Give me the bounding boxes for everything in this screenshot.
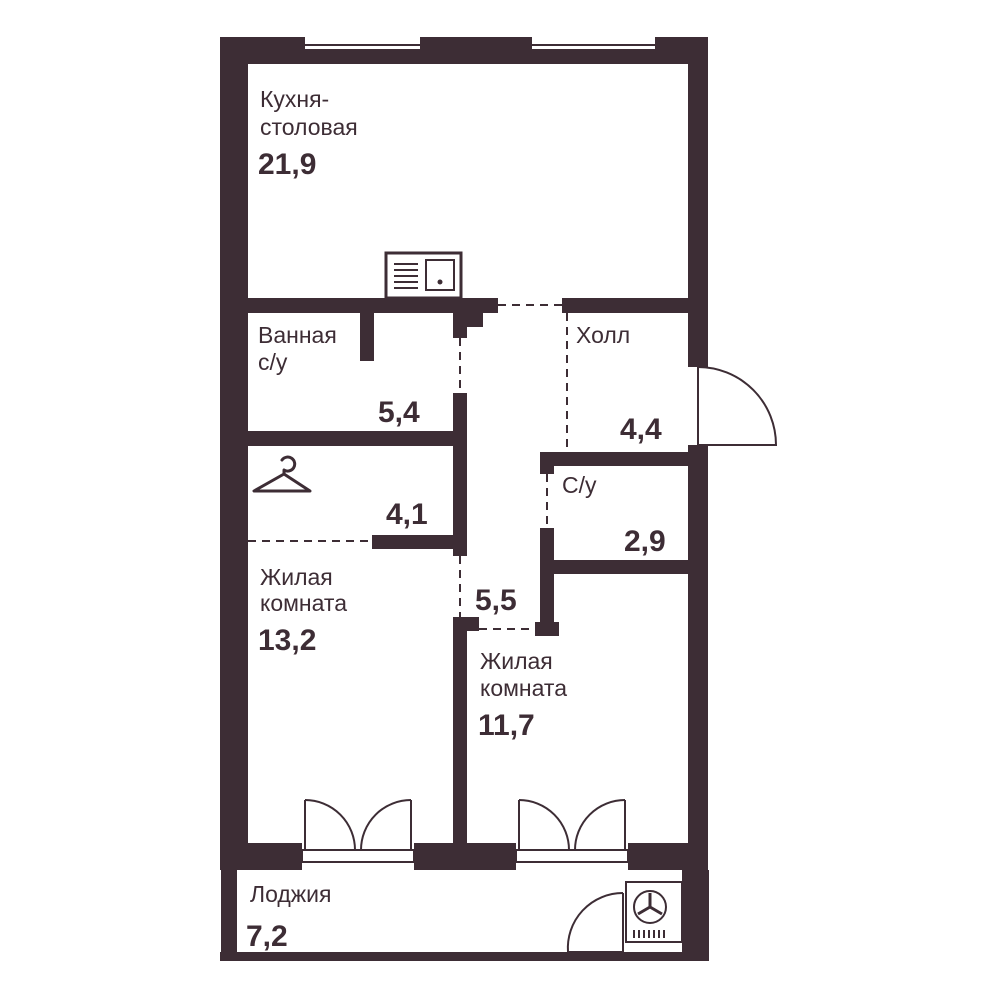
bathroom-area: 5,4 bbox=[378, 396, 420, 429]
entrance-door-icon bbox=[697, 366, 778, 446]
hall-area: 4,4 bbox=[620, 413, 662, 446]
walls bbox=[220, 37, 709, 961]
living-room-1-name-line2: комната bbox=[260, 590, 347, 616]
open-partitions bbox=[248, 304, 568, 630]
hall-name: Холл bbox=[576, 322, 630, 348]
toilet-name: С/у bbox=[562, 472, 597, 498]
balcony-door-icon bbox=[301, 799, 415, 870]
bathroom-name-line1: Ванная bbox=[258, 322, 337, 348]
kitchen-name-line2: столовая bbox=[260, 114, 358, 140]
hanger-icon bbox=[252, 455, 312, 493]
living-room-2-name-line2: комната bbox=[480, 675, 567, 701]
living-room-2-name-line1: Жилая bbox=[480, 648, 553, 674]
bathroom-name-line2: с/у bbox=[258, 349, 288, 375]
loggia-area: 7,2 bbox=[246, 920, 288, 953]
sink-icon bbox=[384, 251, 463, 300]
living-room-1-name-line1: Жилая bbox=[260, 564, 333, 590]
loggia-name: Лоджия bbox=[250, 881, 332, 907]
room-labels: Кухня- столовая 21,9 Ванная с/у 5,4 Холл… bbox=[246, 86, 666, 953]
balcony-door-icon bbox=[515, 799, 629, 870]
kitchen-area: 21,9 bbox=[258, 148, 316, 181]
window-icon bbox=[305, 37, 655, 49]
corridor-area: 5,5 bbox=[475, 584, 517, 617]
kitchen-name-line1: Кухня- bbox=[260, 86, 329, 112]
fan-unit-icon bbox=[625, 881, 683, 943]
loggia-door-icon bbox=[566, 891, 624, 953]
living-room-2-area: 11,7 bbox=[478, 709, 535, 742]
toilet-area: 2,9 bbox=[624, 525, 666, 558]
wardrobe-area: 4,1 bbox=[386, 498, 428, 531]
living-room-1-area: 13,2 bbox=[258, 624, 316, 657]
